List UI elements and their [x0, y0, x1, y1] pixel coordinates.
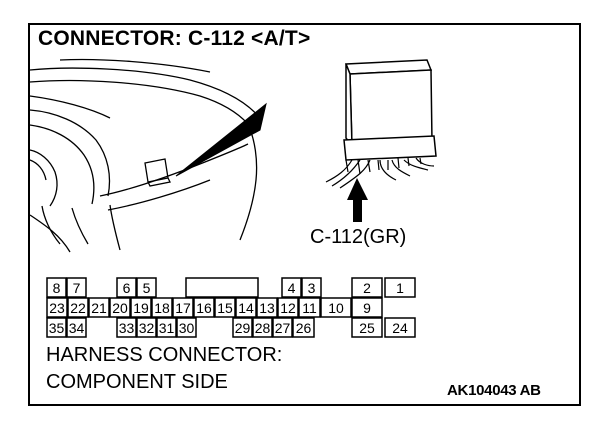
- pin-label-r3-25: 25: [359, 320, 375, 336]
- pin-label-r3-32: 32: [139, 320, 155, 336]
- pin-cell-r2-11: [298, 297, 321, 318]
- pin-cell-r3-28: [252, 317, 273, 338]
- pin-cell-r1-5: [136, 277, 157, 298]
- pin-label-r1-1: 1: [396, 280, 404, 296]
- dash-module-icon: [144, 158, 171, 187]
- pin-label-r2-16: 16: [196, 300, 212, 316]
- pin-cell-r2-20: [109, 297, 131, 318]
- pin-label-r3-33: 33: [119, 320, 135, 336]
- pin-cell-r3-27: [272, 317, 293, 338]
- pin-cell-r2-15: [214, 297, 236, 318]
- pin-cell-r2-14: [235, 297, 257, 318]
- pin-label-r1-8: 8: [53, 280, 61, 296]
- pin-label-r2-11: 11: [302, 300, 317, 316]
- pin-label-r2-14: 14: [238, 300, 254, 316]
- pin-label-r1-7: 7: [73, 280, 81, 296]
- pin-label-r2-12: 12: [280, 300, 296, 316]
- pin-cell-r3-29: [232, 317, 253, 338]
- pin-label-r2-18: 18: [154, 300, 170, 316]
- pin-label-r3-34: 34: [69, 320, 85, 336]
- pin-cell-r2-12: [277, 297, 299, 318]
- pin-label-r1-2: 2: [363, 280, 371, 296]
- pin-cell-r2-21: [88, 297, 110, 318]
- pin-cell-r3-35: [46, 317, 67, 338]
- pin-label-r3-28: 28: [255, 320, 271, 336]
- pin-label-r3-30: 30: [179, 320, 195, 336]
- pin-label-r1-6: 6: [123, 280, 131, 296]
- pin-cell-r1-3: [301, 277, 322, 298]
- pin-cell-r1-4: [281, 277, 302, 298]
- pin-cell-r2-23: [46, 297, 68, 318]
- pin-cell-r2-10: [320, 297, 352, 318]
- pin-cell-r2-19: [130, 297, 152, 318]
- dashboard-illustration: [29, 58, 261, 253]
- pin-label-r3-29: 29: [235, 320, 251, 336]
- diagram-frame: [28, 23, 581, 406]
- pin-label-r2-19: 19: [133, 300, 149, 316]
- pin-cell-r1-2: [351, 277, 383, 298]
- pin-cell-r2-9: [351, 297, 383, 318]
- pin-label-r2-23: 23: [49, 300, 65, 316]
- pin-cell-r3-24: [384, 317, 416, 338]
- pin-cell-r3-26: [292, 317, 315, 338]
- pin-cell-r1-8: [46, 277, 67, 298]
- pin-label-r3-26: 26: [296, 320, 312, 336]
- pin-label-r3-27: 27: [275, 320, 291, 336]
- pin-cell-r2-18: [151, 297, 173, 318]
- pin-cell-r1-6: [116, 277, 137, 298]
- pin-cell-r3-32: [136, 317, 157, 338]
- pointer-wedge: [175, 102, 267, 177]
- pin-label-r1-4: 4: [288, 280, 296, 296]
- pin-label-r2-21: 21: [91, 300, 107, 316]
- pin-label-r3-31: 31: [159, 320, 175, 336]
- pin-cell-r2-13: [256, 297, 278, 318]
- pin-label-r2-22: 22: [70, 300, 86, 316]
- pin-cell-r3-33: [116, 317, 137, 338]
- pin-label-r1-3: 3: [308, 280, 316, 296]
- pin-cell-r3-25: [351, 317, 383, 338]
- pin-label-r2-9: 9: [363, 300, 371, 316]
- harness-wires-icon: [325, 157, 435, 189]
- pin-cell-r3-30: [176, 317, 197, 338]
- pin-label-r2-17: 17: [175, 300, 191, 316]
- pin-cell-r1-7: [66, 277, 87, 298]
- pin-cell-key-slot: [185, 277, 259, 298]
- component-callout: C-112(GR): [310, 226, 407, 248]
- pin-label-r3-35: 35: [49, 320, 65, 336]
- pin-label-r2-20: 20: [112, 300, 128, 316]
- caption-line-2: COMPONENT SIDE: [46, 371, 228, 393]
- pin-label-r2-13: 13: [259, 300, 275, 316]
- pin-cell-r1-1: [384, 277, 416, 298]
- pin-label-r3-24: 24: [392, 320, 408, 336]
- pin-cell-r3-34: [66, 317, 87, 338]
- pin-label-r2-10: 10: [328, 300, 344, 316]
- pin-label-r1-5: 5: [143, 280, 151, 296]
- figure-code: AK104043 AB: [447, 382, 541, 399]
- caption-line-1: HARNESS CONNECTOR:: [46, 344, 283, 366]
- pin-cell-r3-31: [156, 317, 177, 338]
- pin-label-r2-15: 15: [217, 300, 233, 316]
- pin-cell-r2-17: [172, 297, 194, 318]
- pin-cell-r2-16: [193, 297, 215, 318]
- arrow-up-icon: [347, 178, 368, 222]
- pin-cell-r2-22: [67, 297, 89, 318]
- ecu-box-icon: [343, 59, 437, 161]
- connector-title: CONNECTOR: C-112 <A/T>: [38, 27, 311, 50]
